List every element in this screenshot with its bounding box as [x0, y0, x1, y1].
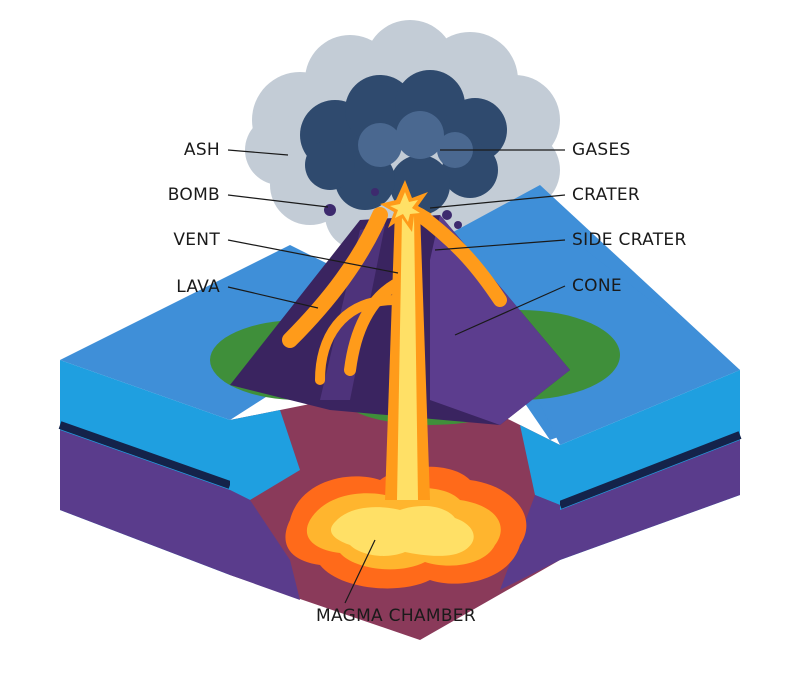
- leader-lines: [227, 149, 566, 604]
- volcano-cone-shade: [430, 215, 570, 425]
- label-ash: ASH: [183, 140, 220, 160]
- crust-water-left: [230, 410, 300, 500]
- magma-chamber: [285, 466, 527, 589]
- label-cone: CONE: [572, 276, 622, 296]
- crust-water-right: [520, 425, 560, 505]
- label-vent: VENT: [173, 230, 220, 250]
- lava-flows: [282, 207, 507, 385]
- crust-lower-left: [230, 490, 300, 600]
- label-side-crater: SIDE CRATER: [572, 230, 687, 250]
- label-bomb: BOMB: [167, 185, 220, 205]
- label-crater: CRATER: [572, 185, 641, 205]
- label-gases: GASES: [572, 140, 631, 160]
- crust-lower-right: [500, 495, 560, 590]
- crater-burst: [380, 180, 432, 232]
- right-block-rock: [560, 440, 740, 560]
- left-block-rock: [60, 430, 230, 575]
- label-lava: LAVA: [176, 277, 220, 297]
- label-magma-chamber: MAGMA CHAMBER: [316, 606, 476, 626]
